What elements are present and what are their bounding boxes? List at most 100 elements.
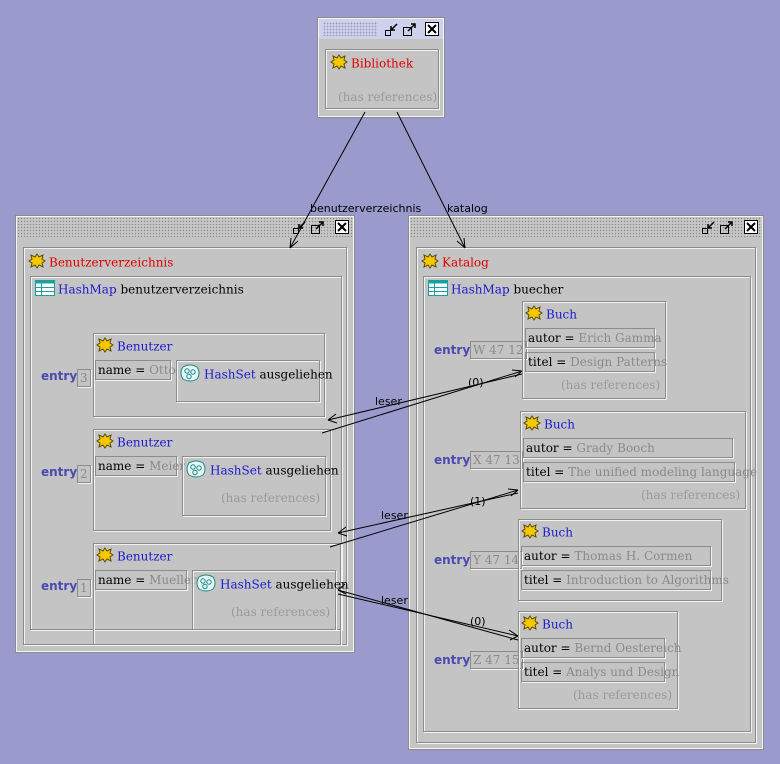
autor-field[interactable]: autor = Erich Gamma bbox=[525, 328, 662, 348]
hashmap-name: benutzerverzeichnis bbox=[120, 282, 244, 297]
hashset-type: HashSet bbox=[210, 463, 262, 478]
link-label-leser: leser bbox=[375, 395, 402, 408]
titel-field[interactable]: titel = Analys und Design bbox=[521, 662, 679, 682]
hashset-name: ausgeliehen bbox=[265, 463, 339, 478]
titel-field[interactable]: titel = The unified modeling language bbox=[523, 462, 757, 482]
bibliothek-window[interactable]: Bibliothek (has references) bbox=[317, 17, 445, 118]
bubble-set-icon bbox=[185, 460, 207, 482]
attr-name: name bbox=[98, 573, 132, 587]
entry-label: entry bbox=[41, 369, 78, 383]
close-icon[interactable] bbox=[425, 22, 439, 36]
entry-key: X 47 13 bbox=[470, 451, 523, 469]
attr-name: autor bbox=[526, 441, 559, 455]
attr-name: titel bbox=[524, 665, 549, 679]
sun-icon bbox=[521, 615, 539, 635]
hashmap-buecher[interactable]: HashMap buecher entry W 47 12 Buch autor… bbox=[423, 276, 757, 732]
close-icon[interactable] bbox=[744, 220, 758, 234]
hashset-ausgeliehen[interactable]: HashSet ausgeliehen (has references) bbox=[192, 570, 349, 630]
buch-uml[interactable]: Buch autor = Grady Booch titel = The uni… bbox=[520, 411, 757, 509]
bibliothek-object[interactable]: Bibliothek (has references) bbox=[325, 49, 439, 109]
autor-field[interactable]: autor = Grady Booch bbox=[523, 438, 733, 458]
hashset-ausgeliehen[interactable]: HashSet ausgeliehen bbox=[176, 360, 333, 402]
maximize-icon[interactable] bbox=[720, 220, 734, 234]
name-field[interactable]: name = Mueller bbox=[95, 570, 197, 590]
eq: = bbox=[552, 573, 563, 587]
hashmap-type: HashMap bbox=[451, 282, 510, 297]
eq: = bbox=[562, 441, 573, 455]
close-icon[interactable] bbox=[335, 220, 349, 234]
bubble-set-icon bbox=[195, 574, 217, 596]
eq: = bbox=[560, 549, 571, 563]
benutzer-otto[interactable]: Benutzer name = Otto HashSet ausgeliehen bbox=[93, 333, 333, 417]
katalog-titlebar[interactable] bbox=[410, 217, 762, 237]
eq: = bbox=[564, 331, 575, 345]
name-field[interactable]: name = Meier bbox=[95, 456, 185, 476]
object-type: Benutzer bbox=[117, 339, 173, 354]
has-references: (has references) bbox=[221, 491, 321, 505]
sun-icon bbox=[96, 547, 114, 567]
object-type: Buch bbox=[542, 525, 573, 540]
attr-value: Thomas H. Cormen bbox=[574, 549, 693, 563]
sun-icon bbox=[28, 253, 46, 273]
bibliothek-titlebar[interactable] bbox=[319, 19, 443, 39]
eq: = bbox=[135, 459, 146, 473]
benutzer-mueller[interactable]: Benutzer name = Mueller HashSet ausgelie… bbox=[93, 543, 349, 645]
object-type: Benutzer bbox=[117, 549, 173, 564]
maximize-icon[interactable] bbox=[311, 220, 325, 234]
sun-icon bbox=[96, 433, 114, 453]
buch-algorithms[interactable]: Buch autor = Thomas H. Cormen titel = In… bbox=[518, 519, 729, 601]
katalog-window[interactable]: Katalog HashMap buecher entry W 47 12 Bu… bbox=[408, 215, 764, 750]
has-references: (has references) bbox=[231, 605, 331, 619]
hashset-name: ausgeliehen bbox=[275, 577, 349, 592]
entry-key: Z 47 15 bbox=[470, 651, 523, 669]
attr-value: Meier bbox=[149, 459, 186, 473]
hashmap-type: HashMap bbox=[58, 282, 117, 297]
eq: = bbox=[554, 465, 565, 479]
maximize-icon[interactable] bbox=[403, 22, 417, 36]
titel-field[interactable]: titel = Design Patterns bbox=[525, 352, 667, 372]
benutzerverzeichnis-titlebar[interactable] bbox=[17, 217, 353, 237]
attr-value: Grady Booch bbox=[576, 441, 655, 455]
link-label-katalog: katalog bbox=[447, 202, 488, 215]
buch-design-patterns[interactable]: Buch autor = Erich Gamma titel = Design … bbox=[522, 301, 667, 399]
object-name: Bibliothek bbox=[351, 56, 414, 71]
entry-label: entry bbox=[434, 343, 471, 357]
link-index: (1) bbox=[470, 495, 486, 508]
eq: = bbox=[552, 665, 563, 679]
eq: = bbox=[135, 573, 146, 587]
link-label-leser: leser bbox=[381, 594, 408, 607]
attr-value: Design Patterns bbox=[570, 355, 668, 369]
hashset-name: ausgeliehen bbox=[259, 367, 333, 382]
entry-key: Y 47 14 bbox=[470, 551, 523, 569]
hashset-type: HashSet bbox=[220, 577, 272, 592]
minimize-icon[interactable] bbox=[385, 22, 399, 36]
link-label-benutzerverzeichnis: benutzerverzeichnis bbox=[310, 202, 422, 215]
table-icon bbox=[428, 280, 448, 300]
buch-analys-design[interactable]: Buch autor = Bernd Oestereich titel = An… bbox=[518, 611, 681, 709]
minimize-icon[interactable] bbox=[293, 220, 307, 234]
entry-key: W 47 12 bbox=[470, 341, 527, 359]
titel-field[interactable]: titel = Introduction to Algorithms bbox=[521, 570, 729, 590]
sun-icon bbox=[521, 523, 539, 543]
attr-value: Bernd Oestereich bbox=[574, 641, 682, 655]
entry-label: entry bbox=[41, 465, 78, 479]
eq: = bbox=[560, 641, 571, 655]
eq: = bbox=[556, 355, 567, 369]
sun-icon bbox=[330, 54, 348, 74]
benutzerverzeichnis-window[interactable]: Benutzerverzeichnis HashMap benutzerverz… bbox=[15, 215, 355, 653]
minimize-icon[interactable] bbox=[702, 220, 716, 234]
hashmap-benutzerverzeichnis[interactable]: HashMap benutzerverzeichnis entry 3 Benu… bbox=[30, 276, 349, 645]
hashset-ausgeliehen[interactable]: HashSet ausgeliehen (has references) bbox=[182, 456, 339, 516]
benutzerverzeichnis-object[interactable]: Benutzerverzeichnis HashMap benutzerverz… bbox=[23, 247, 349, 645]
sun-icon bbox=[421, 253, 439, 273]
autor-field[interactable]: autor = Thomas H. Cormen bbox=[521, 546, 711, 566]
name-field[interactable]: name = Otto bbox=[95, 360, 176, 380]
entry-label: entry bbox=[434, 653, 471, 667]
entry-label: entry bbox=[434, 553, 471, 567]
bubble-set-icon bbox=[179, 364, 201, 386]
attr-name: autor bbox=[524, 549, 557, 563]
sun-icon bbox=[96, 337, 114, 357]
katalog-object[interactable]: Katalog HashMap buecher entry W 47 12 Bu… bbox=[416, 247, 757, 743]
autor-field[interactable]: autor = Bernd Oestereich bbox=[521, 638, 681, 658]
benutzer-meier[interactable]: Benutzer name = Meier HashSet ausgeliehe… bbox=[93, 429, 339, 531]
